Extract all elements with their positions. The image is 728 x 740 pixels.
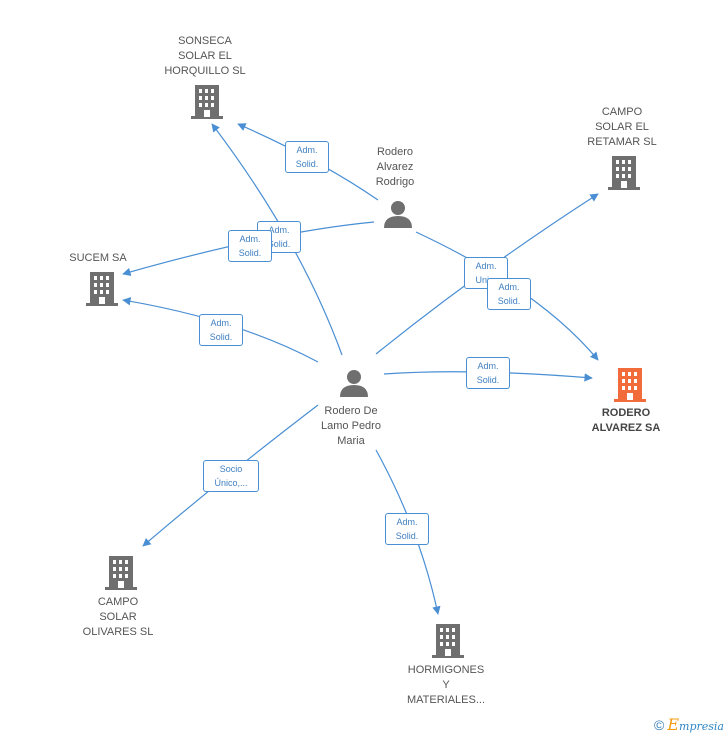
label-line: ALVAREZ SA [591, 422, 661, 434]
person-label-pedro[interactable]: Rodero De Lamo Pedro Maria [306, 404, 396, 449]
label-line: Lamo Pedro [321, 420, 381, 432]
label-line: Rodero [376, 146, 414, 158]
label-line: RETAMAR SL [587, 136, 657, 148]
building-icon[interactable] [432, 624, 464, 658]
edge-label-line: Adm. [477, 361, 499, 371]
label-line: Rodrigo [375, 176, 415, 188]
brand-footer[interactable]: © Empresia [654, 715, 724, 734]
edge-label-line: Uni... [475, 275, 497, 285]
label-line: Rodero De [324, 405, 378, 417]
edge-label-line: Adm. [296, 145, 318, 155]
person-icon[interactable] [383, 200, 413, 228]
building-icon-highlighted[interactable] [614, 368, 646, 402]
edge-label-line: Solid. [267, 239, 291, 249]
label-line: SOLAR EL [595, 121, 649, 133]
building-icon[interactable] [608, 156, 640, 190]
label-line: Alvarez [376, 161, 414, 173]
person-label-rodrigo[interactable]: Rodero Alvarez Rodrigo [355, 145, 435, 190]
edge-label-line: Solid. [295, 159, 319, 169]
edge-label-line: Solid. [497, 296, 521, 306]
copyright-icon: © [653, 717, 665, 733]
label-line: CAMPO [601, 106, 643, 118]
edge-label-line: Solid. [209, 332, 233, 342]
edge-label-line: Adm. [498, 282, 520, 292]
edge-label-line: Único,... [214, 478, 248, 488]
person-icon[interactable] [339, 369, 369, 397]
label-line: Y [442, 679, 450, 691]
label-line: Maria [337, 435, 365, 447]
edge-label[interactable]: Adm. Solid. [466, 357, 510, 389]
company-label-sucem[interactable]: SUCEM SA [58, 251, 138, 266]
edge-label-line: Adm. [210, 318, 232, 328]
company-label-hormigones[interactable]: HORMIGONES Y MATERIALES... [396, 663, 496, 708]
label-line: CAMPO [97, 596, 139, 608]
brand-name: mpresia [679, 720, 724, 733]
edge-label[interactable]: Adm. Solid. [199, 314, 243, 346]
label-line: SONSECA [178, 35, 232, 47]
edge-label-line: Socio [219, 464, 243, 474]
label-line: MATERIALES... [406, 694, 486, 706]
edge-label[interactable]: Adm. Solid. [385, 513, 429, 545]
company-label-sonseca[interactable]: SONSECA SOLAR EL HORQUILLO SL [155, 34, 255, 79]
edge-label-line: Solid. [395, 531, 419, 541]
edge-label-line: Adm. [239, 234, 261, 244]
edge-label-line: Solid. [238, 248, 262, 258]
edge-label[interactable]: Adm. Solid. [487, 278, 531, 310]
edge-label-line: Adm. [396, 517, 418, 527]
label-line: RODERO [601, 407, 651, 419]
label-line: SOLAR [99, 611, 137, 623]
edge-label-line: Solid. [476, 375, 500, 385]
company-label-campo-retamar[interactable]: CAMPO SOLAR EL RETAMAR SL [572, 105, 672, 150]
edge-label[interactable]: Adm. Solid. [228, 230, 272, 262]
building-icon[interactable] [86, 272, 118, 306]
label-line: SOLAR EL [178, 50, 232, 62]
brand-initial: E [667, 715, 680, 734]
edge-label-line: Adm. [475, 261, 497, 271]
label-line: OLIVARES SL [82, 626, 154, 638]
label-line: SUCEM SA [69, 252, 127, 264]
edge-label[interactable]: Socio Único,... [203, 460, 259, 492]
edge-label[interactable]: Adm. Solid. [285, 141, 329, 173]
building-icon[interactable] [191, 85, 223, 119]
label-line: HORQUILLO SL [164, 65, 246, 77]
edge-label-line: Adm. [268, 225, 290, 235]
building-icon[interactable] [105, 556, 137, 590]
company-label-rodero-alvarez-sa[interactable]: RODERO ALVAREZ SA [576, 406, 676, 436]
label-line: HORMIGONES [407, 664, 485, 676]
company-label-campo-olivares[interactable]: CAMPO SOLAR OLIVARES SL [68, 595, 168, 640]
